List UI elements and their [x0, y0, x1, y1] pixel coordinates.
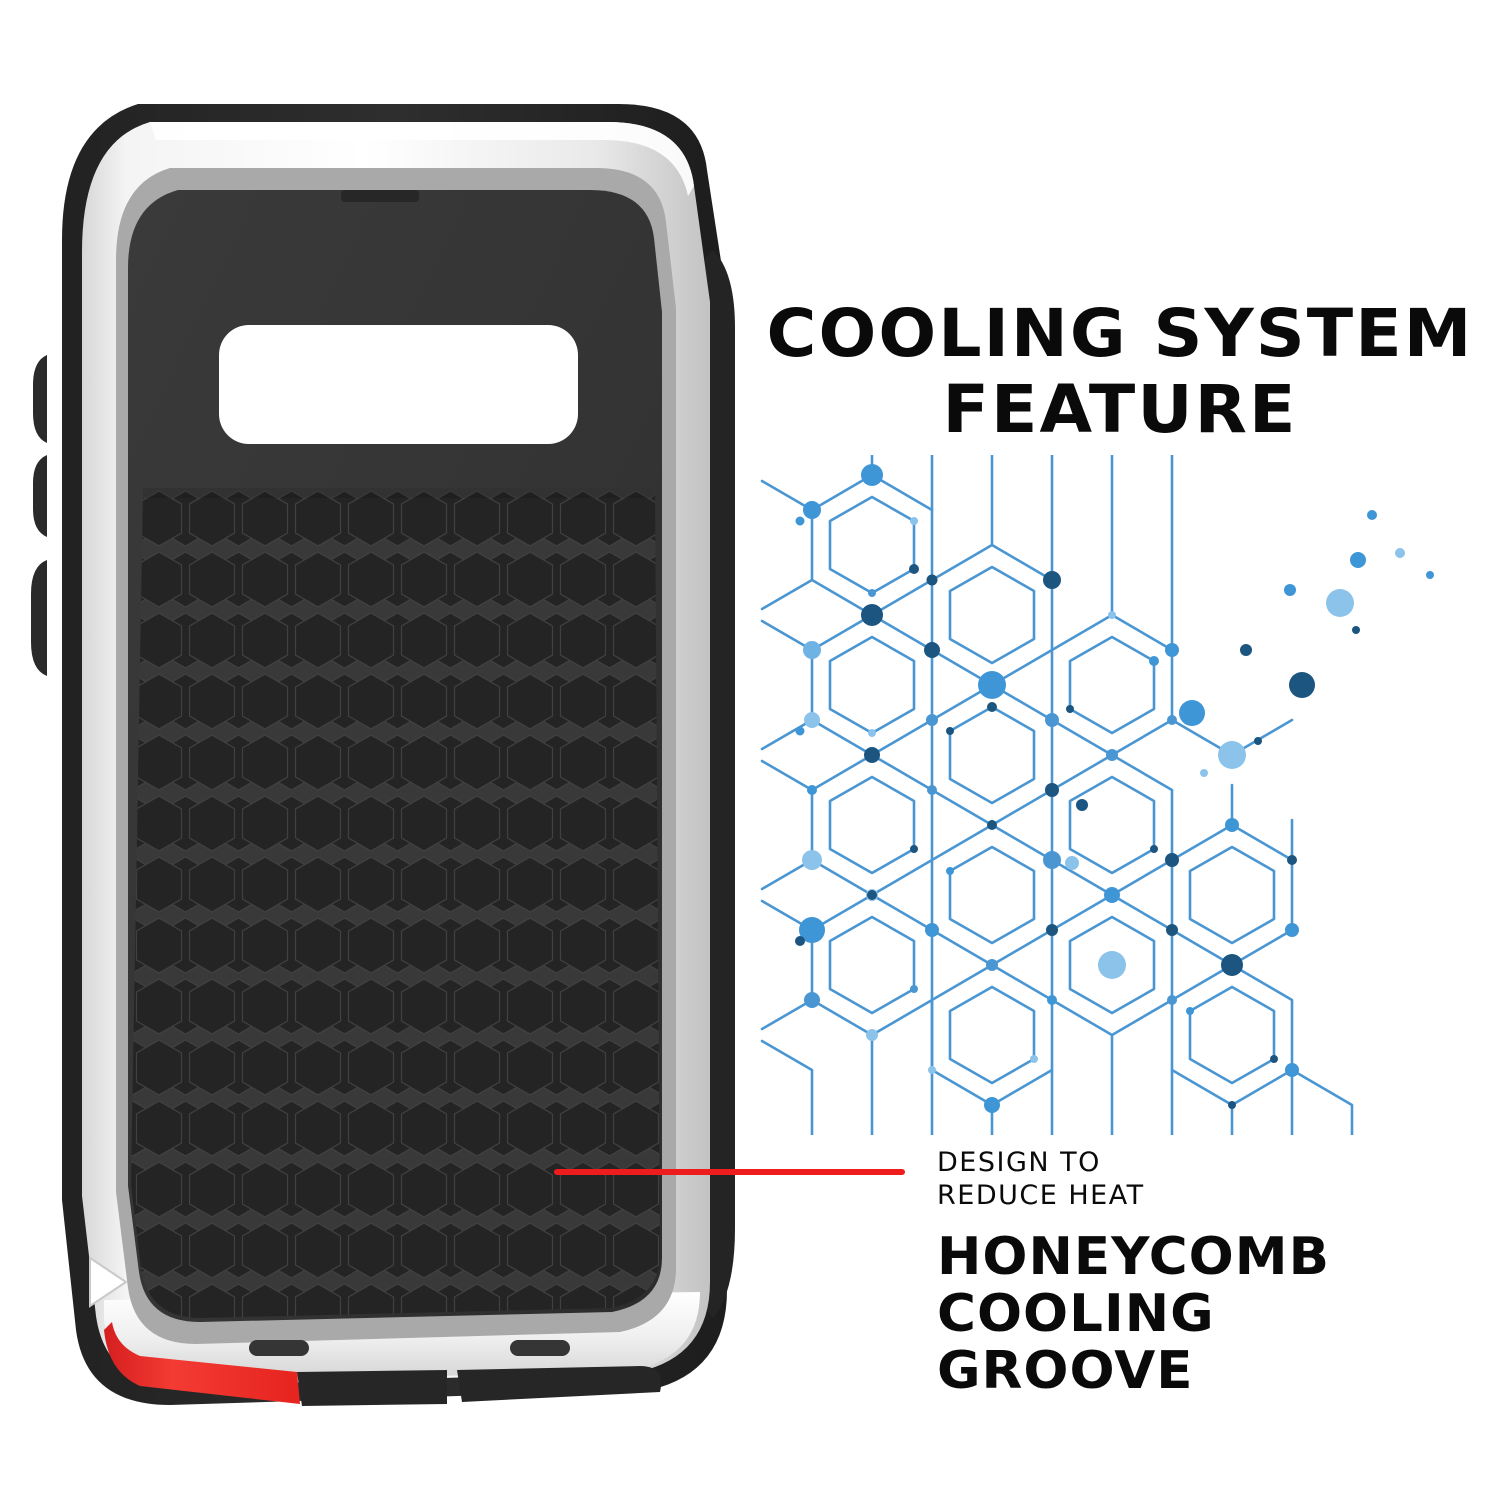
red-accent-strip — [104, 1322, 300, 1404]
speaker-slot-2 — [510, 1340, 570, 1356]
page-title: COOLING SYSTEM FEATURE — [740, 296, 1500, 448]
case-bottom-details — [104, 1322, 662, 1406]
scatter-dots — [1065, 510, 1434, 870]
caption-line-2: REDUCE HEAT — [937, 1180, 1145, 1211]
play-triangle-marker — [89, 1256, 128, 1308]
title-line-1: COOLING SYSTEM — [766, 295, 1474, 372]
callout-pointer-line — [554, 1169, 905, 1175]
side-button-1 — [33, 355, 47, 443]
side-button-2 — [33, 455, 47, 537]
hex-vertex-dots — [795, 464, 1299, 1113]
feature-text-column: COOLING SYSTEM FEATURE — [554, 0, 1500, 1500]
headline-line-1: HONEYCOMB — [937, 1227, 1331, 1287]
callout-caption: DESIGN TO REDUCE HEAT — [937, 1146, 1457, 1212]
phone-case-illustration — [31, 104, 735, 1406]
honeycomb-cooling-groove — [131, 488, 660, 1318]
title-line-2: FEATURE — [942, 371, 1298, 448]
top-notch — [341, 190, 419, 202]
camera-cutout — [219, 325, 578, 444]
callout-headline: HONEYCOMB COOLING GROOVE — [937, 1229, 1477, 1400]
headline-line-3: GROOVE — [937, 1341, 1194, 1401]
speaker-slot-1 — [249, 1340, 309, 1356]
headline-line-2: COOLING — [937, 1284, 1215, 1344]
hexagon-network-diagram — [752, 455, 1452, 1135]
caption-line-1: DESIGN TO — [937, 1147, 1101, 1178]
bottom-foot-2 — [457, 1366, 662, 1402]
side-button-3 — [31, 560, 47, 676]
bottom-foot-1 — [297, 1370, 447, 1406]
